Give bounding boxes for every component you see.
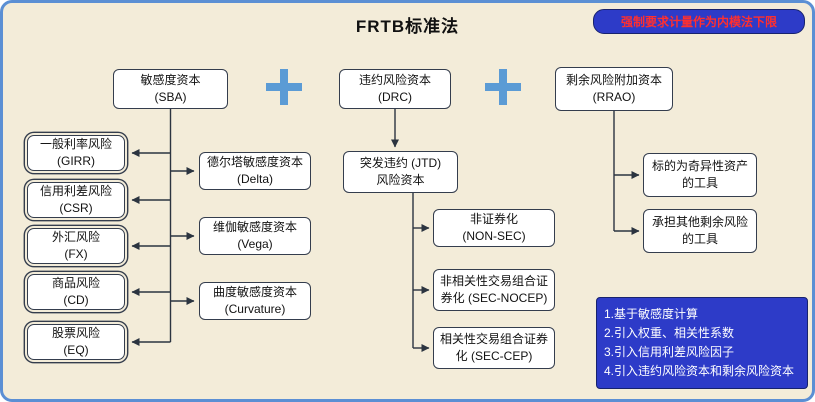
- node-jtd: 突发违约 (JTD) 风险资本: [343, 151, 458, 193]
- node-csr-label: 信用利差风险 (CSR): [39, 184, 112, 215]
- node-exotic-instruments: 标的为奇异性资产 的工具: [643, 153, 757, 197]
- node-jtd-label: 突发违约 (JTD) 风险资本: [359, 156, 442, 187]
- node-drc-label: 违约风险资本 (DRC): [358, 73, 431, 104]
- node-eq-label: 股票风险 (EQ): [51, 326, 100, 357]
- node-rrao-label: 剩余风险附加资本 (RRAO): [565, 73, 662, 104]
- node-nonsec-label: 非证券化 (NON-SEC): [462, 212, 526, 243]
- node-girr: 一般利率风险 (GIRR): [27, 135, 125, 171]
- note-line: 3.引入信用利差风险因子: [604, 345, 735, 359]
- node-fx-label: 外汇风险 (FX): [51, 230, 100, 261]
- page-title: FRTB标准法: [355, 17, 460, 36]
- node-seccep: 相关性交易组合证券化 (SEC-CEP): [433, 327, 555, 369]
- node-seccep-label: 相关性交易组合证券化 (SEC-CEP): [439, 332, 548, 363]
- node-secnocep: 非相关性交易组合证券化 (SEC-NOCEP): [433, 269, 555, 311]
- node-cd-label: 商品风险 (CD): [51, 276, 100, 307]
- node-secnocep-label: 非相关性交易组合证券化 (SEC-NOCEP): [439, 274, 548, 305]
- note-line: 1.基于敏感度计算: [604, 307, 699, 321]
- node-curvature: 曲度敏感度资本 (Curvature): [199, 282, 311, 320]
- node-other-residual-risk-label: 承担其他剩余风险 的工具: [651, 215, 748, 246]
- node-delta: 德尔塔敏感度资本 (Delta): [199, 152, 311, 190]
- floor-requirement-badge: 强制要求计量作为内模法下限: [593, 9, 805, 34]
- note-line: 2.引入权重、相关性系数: [604, 326, 735, 340]
- node-sba-label: 敏感度资本 (SBA): [140, 73, 201, 104]
- node-drc: 违约风险资本 (DRC): [339, 69, 451, 109]
- plus-icon: [485, 69, 521, 105]
- node-rrao: 剩余风险附加资本 (RRAO): [555, 67, 673, 111]
- node-vega-label: 维伽敏感度资本 (Vega): [212, 220, 297, 251]
- node-curvature-label: 曲度敏感度资本 (Curvature): [212, 285, 297, 316]
- node-delta-label: 德尔塔敏感度资本 (Delta): [206, 155, 303, 186]
- plus-icon: [266, 69, 302, 105]
- notes-panel: 1.基于敏感度计算 2.引入权重、相关性系数 3.引入信用利差风险因子 4.引入…: [596, 297, 808, 389]
- node-vega: 维伽敏感度资本 (Vega): [199, 217, 311, 255]
- node-girr-label: 一般利率风险 (GIRR): [39, 137, 112, 168]
- plus-bar-vertical: [499, 69, 507, 105]
- note-line: 4.引入违约风险资本和剩余风险资本: [604, 364, 795, 378]
- floor-requirement-label: 强制要求计量作为内模法下限: [620, 15, 777, 29]
- node-fx: 外汇风险 (FX): [27, 228, 125, 264]
- node-eq: 股票风险 (EQ): [27, 324, 125, 360]
- plus-bar-vertical: [280, 69, 288, 105]
- node-nonsec: 非证券化 (NON-SEC): [433, 209, 555, 247]
- node-exotic-instruments-label: 标的为奇异性资产 的工具: [651, 159, 748, 190]
- node-csr: 信用利差风险 (CSR): [27, 182, 125, 218]
- node-other-residual-risk: 承担其他剩余风险 的工具: [643, 209, 757, 253]
- node-sba: 敏感度资本 (SBA): [113, 69, 228, 109]
- node-cd: 商品风险 (CD): [27, 274, 125, 310]
